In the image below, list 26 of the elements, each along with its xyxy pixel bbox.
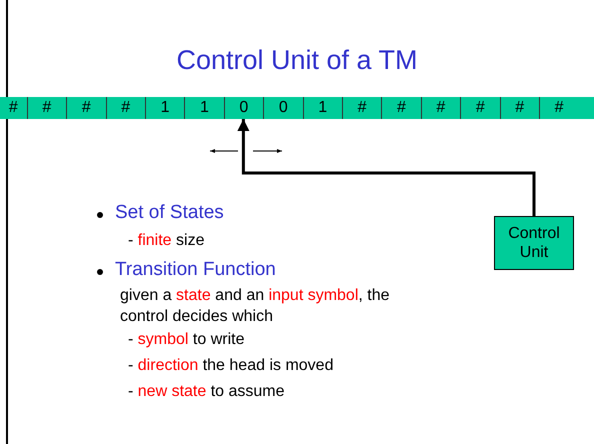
control-unit-box <box>494 216 574 270</box>
sub-item: - new state to assume <box>128 383 285 401</box>
node-text: # <box>554 99 564 117</box>
node-text: # <box>436 99 446 117</box>
sub-item: - symbol to write <box>128 331 244 349</box>
sub-item: - finite size <box>128 232 204 250</box>
node-text: Control Unit <box>507 224 561 262</box>
node-text: 0 <box>239 99 248 117</box>
node-text: # <box>397 99 406 117</box>
node-text: # <box>515 99 524 117</box>
node-text: 0 <box>278 99 288 117</box>
node-text: # <box>82 99 91 117</box>
bullet-heading: Transition Function <box>115 259 276 281</box>
node-text: 1 <box>200 99 209 117</box>
bullet-heading: Set of States <box>115 202 224 224</box>
node-text: # <box>121 99 130 117</box>
node-text: 1 <box>318 99 328 117</box>
node-text: # <box>358 99 367 117</box>
node-text: 1 <box>160 99 170 117</box>
tape <box>0 97 594 119</box>
node-text: # <box>8 99 18 117</box>
sub-item: - direction the head is moved <box>128 357 334 375</box>
arrow <box>237 119 536 216</box>
title: Control Unit of a TM <box>175 45 419 76</box>
node-text: # <box>42 99 52 117</box>
node-text: # <box>476 99 485 117</box>
